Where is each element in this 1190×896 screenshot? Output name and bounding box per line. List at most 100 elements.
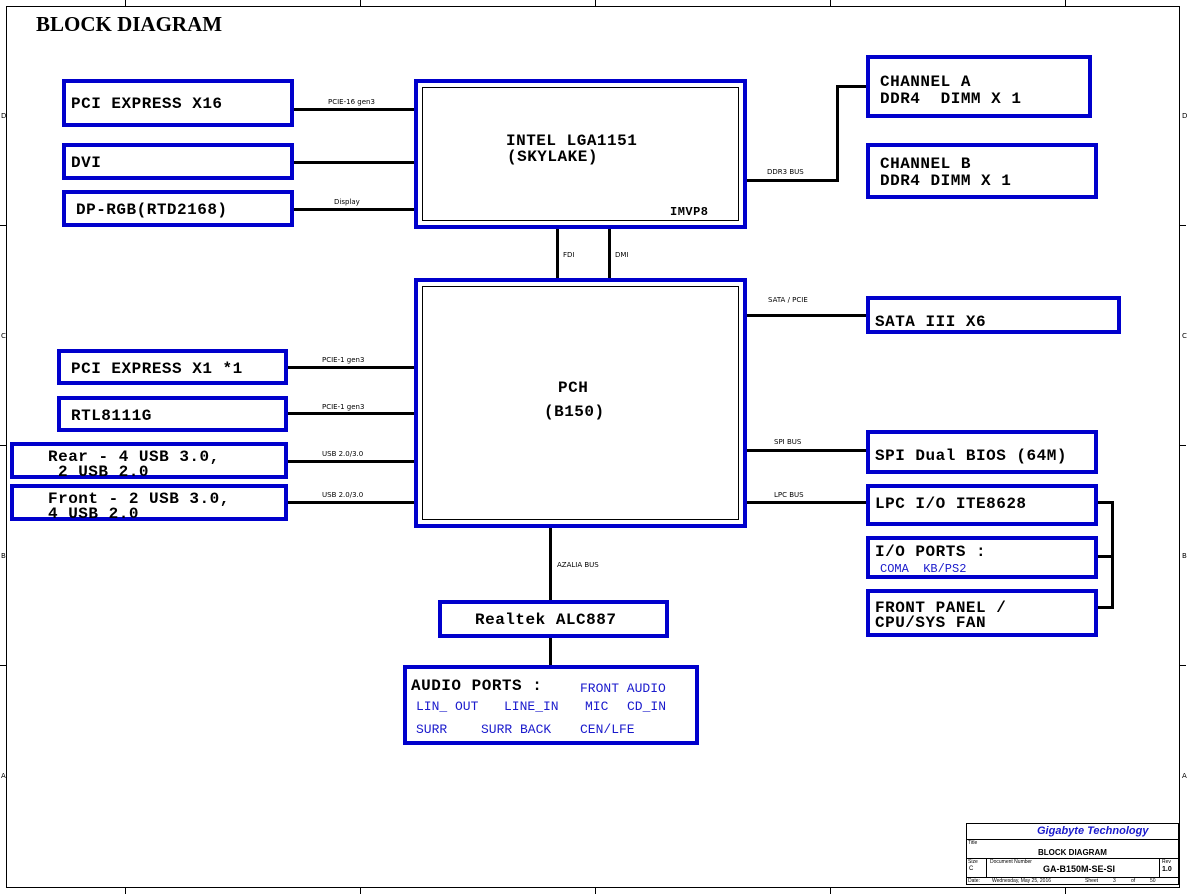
bus-label-dmi: DMI bbox=[615, 251, 629, 259]
lpc-bracket-vertical bbox=[1111, 501, 1114, 609]
rear-usb-label-1: Rear - 4 USB 3.0, bbox=[48, 448, 220, 466]
lin-out-label: LIN_ OUT bbox=[416, 699, 479, 714]
dvi-label: DVI bbox=[71, 154, 102, 172]
channel-b-block: CHANNEL B DDR4 DIMM X 1 bbox=[866, 143, 1098, 199]
rtl-block: RTL8111G bbox=[57, 396, 288, 432]
dvi-line bbox=[293, 161, 416, 164]
front-panel-block: FRONT PANEL / CPU/SYS FAN bbox=[866, 589, 1098, 637]
bus-label-fdi: FDI bbox=[563, 251, 575, 259]
bus-label-pcie1a: PCIE-1 gen3 bbox=[322, 356, 365, 364]
bus-label-sata: SATA / PCIE bbox=[768, 296, 808, 304]
border-tick bbox=[125, 888, 126, 894]
front-usb-line bbox=[287, 501, 416, 504]
border-tick bbox=[1065, 0, 1066, 6]
rear-usb-line bbox=[287, 460, 416, 463]
channel-b-dimm: DDR4 DIMM X 1 bbox=[880, 172, 1012, 190]
channel-b-label: CHANNEL B bbox=[880, 155, 971, 173]
lpc-bracket-bot bbox=[1096, 606, 1113, 609]
sheet-field-label: Sheet bbox=[1085, 878, 1099, 884]
cpu-vr-label: IMVP8 bbox=[670, 205, 709, 219]
line-in-label: LINE_IN bbox=[504, 699, 559, 714]
border-marker: A bbox=[1182, 772, 1187, 780]
cd-in-label: CD_IN bbox=[627, 699, 667, 714]
border-marker: B bbox=[1182, 552, 1187, 560]
border-tick bbox=[0, 225, 6, 226]
page-title: BLOCK DIAGRAM bbox=[36, 12, 223, 36]
channel-a-dimm: DDR4 DIMM X 1 bbox=[880, 90, 1022, 108]
border-tick bbox=[595, 0, 596, 6]
title-block: Gigabyte Technology Title BLOCK DIAGRAM … bbox=[966, 823, 1179, 885]
cen-lfe-label: CEN/LFE bbox=[580, 722, 635, 737]
border-marker: C bbox=[1182, 332, 1187, 340]
front-panel-label: FRONT PANEL / bbox=[875, 599, 1007, 617]
border-tick bbox=[1180, 225, 1186, 226]
rtl-line bbox=[287, 412, 416, 415]
of-label: of bbox=[1131, 878, 1136, 884]
dmi-line bbox=[608, 228, 611, 280]
size-field-label: Size bbox=[968, 859, 978, 865]
bus-label-pcie16: PCIE-16 gen3 bbox=[328, 98, 375, 106]
border-tick bbox=[830, 0, 831, 6]
date-field-label: Date: bbox=[968, 878, 980, 884]
border-tick bbox=[830, 888, 831, 894]
border-marker: D bbox=[1182, 112, 1188, 120]
docnum-field-label: Document Number bbox=[990, 859, 1032, 865]
border-marker: C bbox=[1, 332, 6, 340]
ddr-bus-vertical bbox=[836, 85, 839, 182]
lpc-bracket-top bbox=[1096, 501, 1113, 504]
document-number: GA-B150M-SE-SI bbox=[1043, 864, 1116, 874]
audio-codec-block: Realtek ALC887 bbox=[438, 600, 669, 638]
border-tick bbox=[360, 0, 361, 6]
front-audio-label: FRONT AUDIO bbox=[580, 681, 666, 696]
surr-label: SURR bbox=[416, 722, 448, 737]
border-tick bbox=[1065, 888, 1066, 894]
bus-label-ddr: DDR3 BUS bbox=[767, 168, 804, 176]
bus-label-display: Display bbox=[334, 198, 360, 206]
audio-ports-line bbox=[549, 636, 552, 666]
sata-block: SATA III X6 bbox=[866, 296, 1121, 334]
pcie1-line bbox=[287, 366, 416, 369]
spi-bios-block: SPI Dual BIOS (64M) bbox=[866, 430, 1098, 474]
rtl-label: RTL8111G bbox=[71, 407, 152, 425]
border-tick bbox=[360, 888, 361, 894]
front-usb-label-2: 4 USB 2.0 bbox=[48, 505, 139, 523]
title-field-label: Title bbox=[968, 840, 978, 846]
revision: 1.0 bbox=[1162, 866, 1172, 873]
dp-label: DP-RGB(RTD2168) bbox=[76, 201, 228, 219]
channel-a-label: CHANNEL A bbox=[880, 73, 971, 91]
border-tick bbox=[0, 445, 6, 446]
bus-label-usb-b: USB 2.0/3.0 bbox=[322, 491, 364, 499]
pch-model: (B150) bbox=[544, 403, 605, 421]
bus-label-azalia: AZALIA BUS bbox=[557, 561, 599, 569]
pcie16-line bbox=[293, 108, 416, 111]
border-marker: A bbox=[1, 772, 6, 780]
pcie1-block: PCI EXPRESS X1 *1 bbox=[57, 349, 288, 385]
cpu-name: INTEL LGA1151 bbox=[506, 132, 638, 150]
border-marker: D bbox=[1, 112, 7, 120]
io-ports-block: I/O PORTS : COMA KB/PS2 bbox=[866, 536, 1098, 579]
bus-label-pcie1b: PCIE-1 gen3 bbox=[322, 403, 365, 411]
ddr-bus-line bbox=[745, 179, 837, 182]
cpu-codename: (SKYLAKE) bbox=[507, 148, 598, 166]
border-tick bbox=[125, 0, 126, 6]
sata-label: SATA III X6 bbox=[875, 313, 987, 331]
pcie16-label: PCI EXPRESS X16 bbox=[71, 95, 223, 113]
ddr-channel-a-line bbox=[836, 85, 868, 88]
sheet-number: 3 bbox=[1113, 878, 1116, 884]
io-ports-label: I/O PORTS : bbox=[875, 543, 987, 561]
drawing-frame bbox=[6, 6, 1180, 888]
dp-block: DP-RGB(RTD2168) bbox=[62, 190, 294, 227]
display-line bbox=[293, 208, 416, 211]
border-tick bbox=[0, 665, 6, 666]
mic-label: MIC bbox=[585, 699, 609, 714]
border-tick bbox=[595, 888, 596, 894]
cpu-block: INTEL LGA1151 (SKYLAKE) IMVP8 bbox=[414, 79, 747, 229]
lpc-io-block: LPC I/O ITE8628 bbox=[866, 484, 1098, 526]
front-usb-label-1: Front - 2 USB 3.0, bbox=[48, 490, 230, 508]
bus-label-usb-a: USB 2.0/3.0 bbox=[322, 450, 364, 458]
bus-label-spi: SPI BUS bbox=[774, 438, 802, 446]
pch-name: PCH bbox=[558, 379, 589, 397]
audio-ports-block: AUDIO PORTS : FRONT AUDIO LIN_ OUT LINE_… bbox=[403, 665, 699, 745]
fan-label: CPU/SYS FAN bbox=[875, 614, 987, 632]
lpc-bracket-mid bbox=[1096, 555, 1113, 558]
